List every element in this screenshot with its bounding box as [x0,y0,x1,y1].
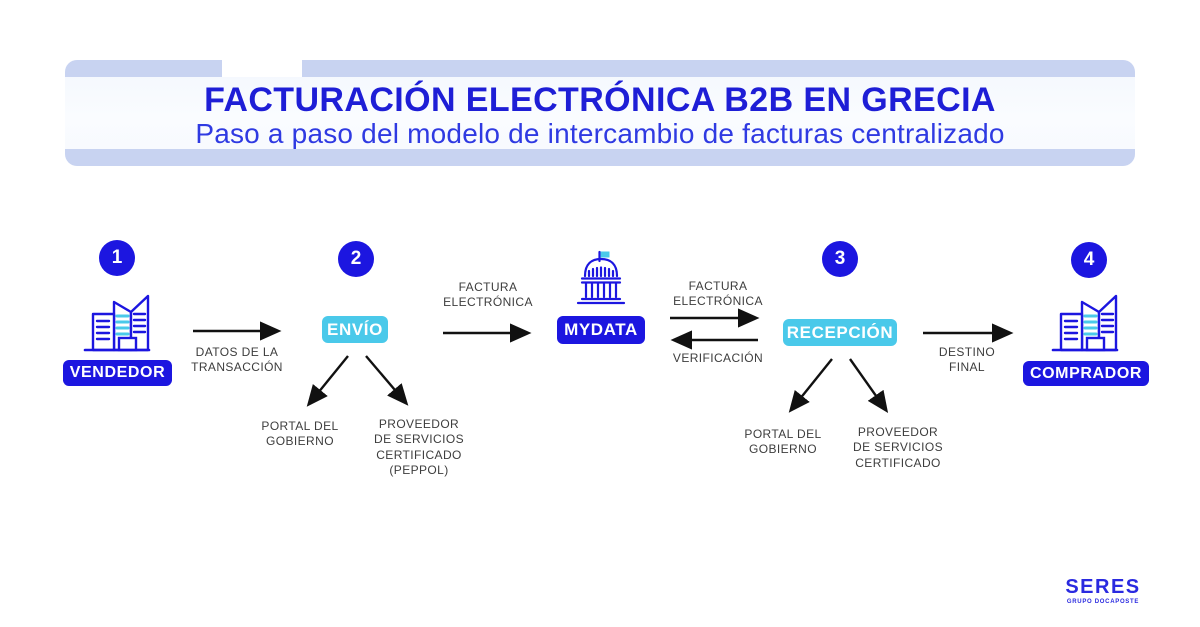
step-circle-3: 3 [822,241,858,277]
header-top-band-gap [222,60,302,77]
flag-icon [600,251,610,258]
arrow-recepcion-to-provider [849,358,889,413]
seres-logo: SERES GRUPO DOCAPOSTE [1063,577,1143,605]
header-bottom-band [65,149,1135,166]
page-subtitle: Paso a paso del modelo de intercambio de… [195,118,1005,149]
arrow-label-factura-1: FACTURA ELECTRÓNICA [443,280,533,310]
branch-label-envio-provider: PROVEEDOR DE SERVICIOS CERTIFICADO (PEPP… [374,417,464,478]
recepcion-badge: RECEPCIÓN [783,319,897,346]
seres-logo-name: SERES [1065,576,1141,598]
vendedor-badge: VENDEDOR [63,360,172,386]
branch-label-recepcion-portal: PORTAL DEL GOBIERNO [744,427,822,457]
arrow-recepcion-to-portal [788,358,833,413]
arrow-label-destino: DESTINO FINAL [938,345,996,375]
step-number-1: 1 [111,247,123,268]
mydata-badge-label: MYDATA [564,320,638,339]
arrow-label-transaction: DATOS DE LA TRANSACCIÓN [191,345,283,375]
header-banner: FACTURACIÓN ELECTRÓNICA B2B EN GRECIA Pa… [65,60,1135,166]
arrow-label-verificacion: VERIFICACIÓN [672,351,764,365]
comprador-badge: COMPRADOR [1023,361,1149,386]
step-circle-2: 2 [338,241,374,277]
envio-badge: ENVÍO [322,316,388,343]
header-top-band [65,60,1135,77]
branch-label-envio-portal: PORTAL DEL GOBIERNO [261,419,339,449]
arrow-label-factura-2: FACTURA ELECTRÓNICA [673,279,763,309]
vendedor-badge-label: VENDEDOR [69,364,166,381]
page-title: FACTURACIÓN ELECTRÓNICA B2B EN GRECIA [204,81,996,119]
arrow-envio-to-portal [306,355,349,407]
recepcion-badge-label: RECEPCIÓN [786,322,894,342]
comprador-badge-label: COMPRADOR [1029,364,1143,382]
seres-logo-tagline: GRUPO DOCAPOSTE [1066,599,1140,605]
government-building-icon [573,250,629,313]
step-number-2: 2 [350,248,362,269]
step-number-4: 4 [1083,249,1095,270]
office-building-icon [1050,291,1120,358]
step-circle-4: 4 [1071,242,1107,278]
branch-label-recepcion-provider: PROVEEDOR DE SERVICIOS CERTIFICADO [853,425,943,470]
mydata-badge: MYDATA [557,316,645,344]
envio-badge-label: ENVÍO [327,319,383,339]
office-building-icon [82,291,152,358]
arrow-envio-to-provider [365,355,409,406]
step-number-3: 3 [834,248,846,269]
step-circle-1: 1 [99,240,135,276]
